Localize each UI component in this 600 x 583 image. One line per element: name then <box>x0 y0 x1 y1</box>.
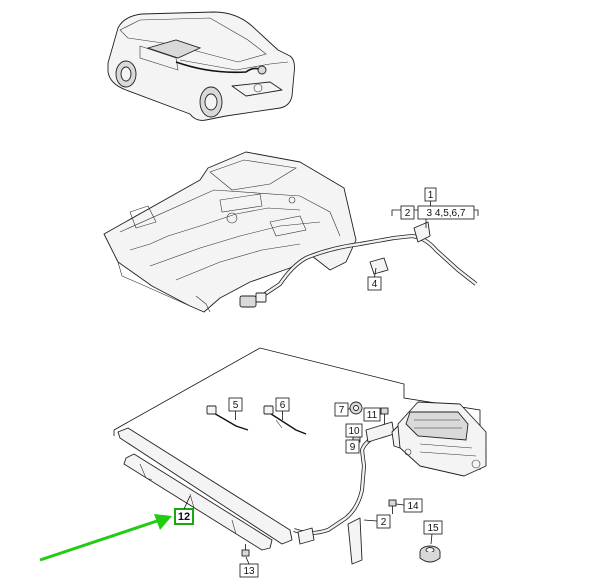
callout-15: 15 <box>427 523 439 534</box>
control-unit-icon <box>391 401 487 477</box>
grommet-icon <box>349 401 363 415</box>
callout-11: 11 <box>367 410 378 421</box>
trim-strip-icon <box>117 427 293 551</box>
cable-tie-icon <box>206 405 249 431</box>
callout-12: 12 <box>178 511 190 523</box>
arrow-pointer <box>39 514 172 562</box>
callout-13: 13 <box>243 566 255 577</box>
callout-10: 10 <box>348 426 360 437</box>
nut-icon <box>419 545 441 563</box>
callout-7: 7 <box>339 405 345 416</box>
callout-2-top: 2 <box>405 208 411 219</box>
callout-4: 4 <box>372 279 378 290</box>
callout-5: 5 <box>233 400 239 411</box>
callout-3-7: 3 4,5,6,7 <box>427 208 466 219</box>
cable-tie-alt-icon <box>263 405 307 435</box>
callout-2-bottom: 2 <box>381 517 387 528</box>
underbody-tray-icon <box>103 151 357 313</box>
callout-1: 1 <box>428 190 434 201</box>
car-icon <box>107 11 295 121</box>
cable-harness-icon <box>239 221 478 308</box>
callout-9: 9 <box>350 442 356 453</box>
callout-6: 6 <box>280 400 286 411</box>
callout-14: 14 <box>407 501 419 512</box>
lower-region-outline <box>113 347 481 470</box>
lower-cable-icon <box>293 421 395 565</box>
